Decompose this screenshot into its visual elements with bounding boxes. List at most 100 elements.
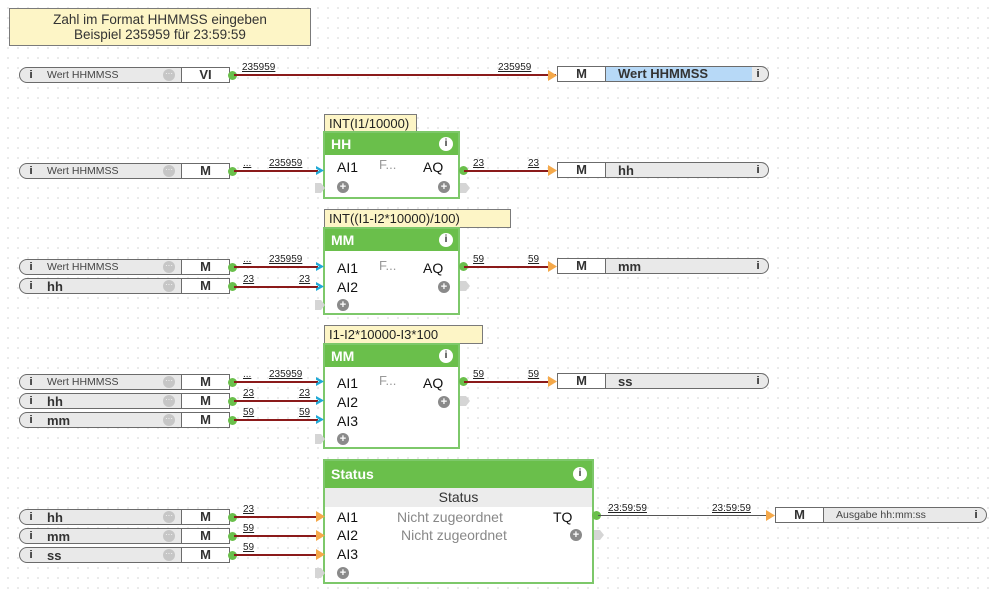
input-stub[interactable] bbox=[315, 183, 325, 193]
input-ref-wert[interactable]: i Wert HHMMSS ··· VI bbox=[19, 67, 230, 83]
more-icon[interactable]: ··· bbox=[163, 69, 175, 81]
info-icon[interactable]: i bbox=[29, 376, 33, 388]
pin-ai3[interactable]: AI3 bbox=[337, 413, 359, 429]
info-icon[interactable]: i bbox=[756, 260, 760, 272]
input-ref-hh[interactable]: i hh ··· M bbox=[19, 393, 230, 409]
info-icon[interactable]: i bbox=[756, 68, 760, 80]
pin-tq[interactable]: TQ bbox=[553, 509, 573, 525]
more-icon[interactable]: ··· bbox=[163, 414, 175, 426]
info-icon[interactable]: i bbox=[29, 414, 33, 426]
input-connector[interactable] bbox=[316, 415, 324, 424]
output-connector[interactable] bbox=[459, 262, 468, 271]
info-icon[interactable]: i bbox=[29, 261, 33, 273]
output-connector[interactable] bbox=[459, 166, 468, 175]
output-ref-hh[interactable]: M hh i bbox=[557, 162, 769, 178]
more-icon[interactable]: ··· bbox=[163, 530, 175, 542]
input-connector[interactable] bbox=[316, 166, 324, 175]
output-connector[interactable] bbox=[228, 416, 237, 425]
wire[interactable] bbox=[234, 535, 318, 537]
pin-ai1[interactable]: AI1 bbox=[337, 159, 359, 175]
output-connector[interactable] bbox=[228, 532, 237, 541]
input-ref-hh[interactable]: i hh ··· M bbox=[19, 278, 230, 294]
input-ref-mm[interactable]: i mm ··· M bbox=[19, 412, 230, 428]
more-icon[interactable]: ··· bbox=[163, 549, 175, 561]
input-stub[interactable] bbox=[315, 300, 325, 310]
wire[interactable] bbox=[234, 74, 556, 76]
info-icon[interactable]: i bbox=[439, 349, 453, 363]
info-icon[interactable]: i bbox=[29, 530, 33, 542]
info-icon[interactable]: i bbox=[974, 509, 978, 521]
add-input-icon[interactable]: + bbox=[337, 299, 349, 311]
output-connector[interactable] bbox=[459, 377, 468, 386]
wire[interactable] bbox=[234, 266, 318, 268]
info-icon[interactable]: i bbox=[439, 233, 453, 247]
more-icon[interactable]: ··· bbox=[163, 395, 175, 407]
wire[interactable] bbox=[464, 381, 548, 383]
output-stub[interactable] bbox=[594, 530, 604, 540]
info-icon[interactable]: i bbox=[439, 137, 453, 151]
input-connector[interactable] bbox=[316, 262, 324, 271]
more-icon[interactable]: ··· bbox=[163, 511, 175, 523]
output-connector[interactable] bbox=[228, 397, 237, 406]
add-input-icon[interactable]: + bbox=[337, 181, 349, 193]
more-icon[interactable]: ··· bbox=[163, 280, 175, 292]
wire[interactable] bbox=[234, 381, 318, 383]
output-connector[interactable] bbox=[228, 167, 237, 176]
wire[interactable] bbox=[598, 515, 768, 516]
info-icon[interactable]: i bbox=[573, 467, 587, 481]
output-stub[interactable] bbox=[460, 281, 470, 291]
add-output-icon[interactable]: + bbox=[570, 529, 582, 541]
input-connector[interactable] bbox=[316, 549, 325, 560]
formula-label[interactable]: INT(I1/10000) bbox=[324, 114, 417, 133]
output-connector[interactable] bbox=[592, 511, 601, 520]
add-input-icon[interactable]: + bbox=[337, 567, 349, 579]
input-connector[interactable] bbox=[316, 282, 324, 291]
output-ref-ausgabe[interactable]: M Ausgabe hh:mm:ss i bbox=[775, 507, 987, 523]
formula-label[interactable]: INT((I1-I2*10000)/100) bbox=[324, 209, 511, 228]
input-connector[interactable] bbox=[548, 376, 557, 387]
output-connector[interactable] bbox=[228, 282, 237, 291]
output-connector[interactable] bbox=[228, 378, 237, 387]
input-connector[interactable] bbox=[316, 396, 324, 405]
more-icon[interactable]: ··· bbox=[163, 261, 175, 273]
output-ref-wert[interactable]: M Wert HHMMSS i bbox=[557, 66, 769, 82]
wire[interactable] bbox=[234, 554, 318, 556]
add-output-icon[interactable]: + bbox=[438, 396, 450, 408]
add-input-icon[interactable]: + bbox=[337, 433, 349, 445]
input-ref-wert[interactable]: i Wert HHMMSS ··· M bbox=[19, 374, 230, 390]
input-connector[interactable] bbox=[316, 511, 325, 522]
output-stub[interactable] bbox=[460, 396, 470, 406]
input-stub[interactable] bbox=[315, 568, 325, 578]
output-stub[interactable] bbox=[460, 183, 470, 193]
pin-ai3[interactable]: AI3 bbox=[337, 546, 359, 562]
info-icon[interactable]: i bbox=[29, 549, 33, 561]
info-icon[interactable]: i bbox=[29, 69, 33, 81]
more-icon[interactable]: ··· bbox=[163, 165, 175, 177]
wire[interactable] bbox=[464, 266, 548, 268]
formula-label[interactable]: I1-I2*10000-I3*100 bbox=[324, 325, 483, 344]
input-connector[interactable] bbox=[766, 510, 775, 521]
output-connector[interactable] bbox=[228, 71, 237, 80]
input-connector[interactable] bbox=[548, 165, 557, 176]
pin-aq[interactable]: AQ bbox=[423, 375, 444, 391]
comment-box[interactable]: Zahl im Format HHMMSS eingeben Beispiel … bbox=[9, 8, 311, 46]
pin-ai2[interactable]: AI2 bbox=[337, 394, 359, 410]
add-output-icon[interactable]: + bbox=[438, 281, 450, 293]
more-icon[interactable]: ··· bbox=[163, 376, 175, 388]
input-ref-wert[interactable]: i Wert HHMMSS ··· M bbox=[19, 163, 230, 179]
wire[interactable] bbox=[464, 170, 548, 172]
pin-ai2[interactable]: AI2 bbox=[337, 527, 359, 543]
input-connector[interactable] bbox=[548, 261, 557, 272]
info-icon[interactable]: i bbox=[29, 165, 33, 177]
pin-aq[interactable]: AQ bbox=[423, 159, 444, 175]
info-icon[interactable]: i bbox=[756, 375, 760, 387]
output-ref-mm[interactable]: M mm i bbox=[557, 258, 769, 274]
wire[interactable] bbox=[234, 400, 318, 402]
input-ref-ss[interactable]: i ss ··· M bbox=[19, 547, 230, 563]
info-icon[interactable]: i bbox=[29, 280, 33, 292]
input-stub[interactable] bbox=[315, 434, 325, 444]
